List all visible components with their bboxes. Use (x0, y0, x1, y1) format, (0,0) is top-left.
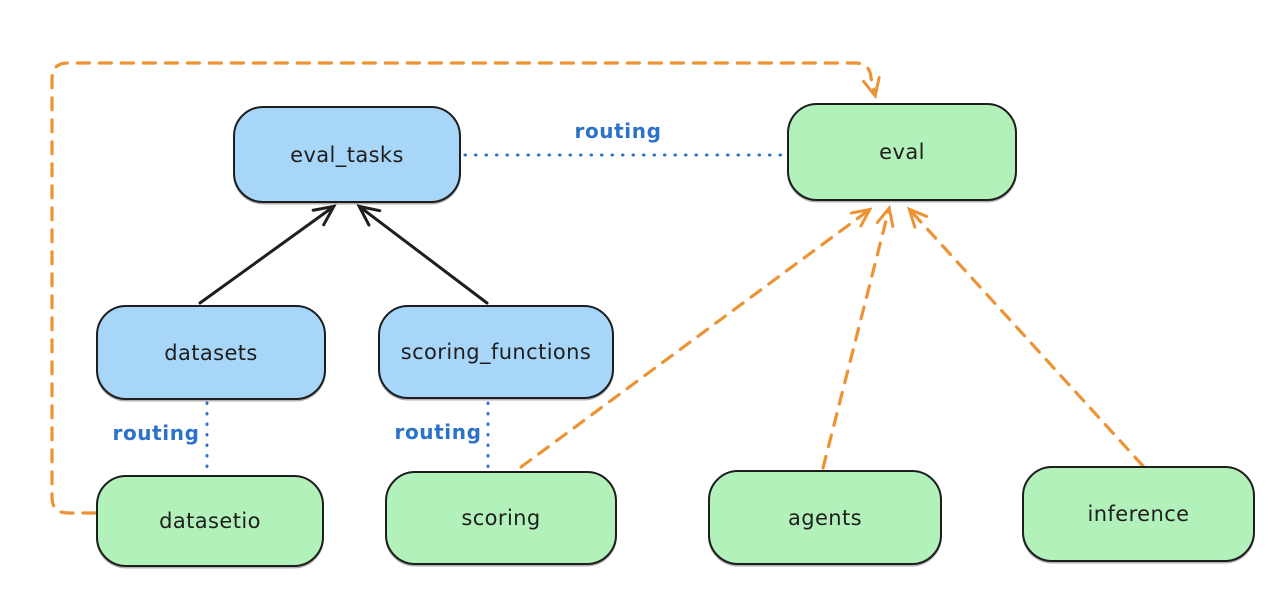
node-eval[interactable]: eval (787, 103, 1017, 201)
edge-scoring-to-eval-arrow (519, 207, 873, 469)
node-datasetio[interactable]: datasetio (96, 475, 324, 567)
node-eval-tasks-label: eval_tasks (290, 142, 404, 167)
edge-agents-to-eval-arrow (821, 204, 895, 470)
routing-label-datasets-datasetio: routing (112, 421, 200, 445)
node-scoring-functions-label: scoring_functions (400, 340, 592, 364)
node-agents[interactable]: agents (708, 470, 942, 565)
routing-label-scoring-functions-scoring: routing (394, 420, 482, 444)
node-scoring-label: scoring (461, 506, 541, 530)
node-datasets-label: datasets (164, 340, 258, 365)
node-datasetio-label: datasetio (159, 509, 261, 533)
node-agents-label: agents (787, 505, 862, 530)
routing-label-eval-tasks-eval: routing (574, 119, 662, 143)
edge-inference-to-eval-arrow (906, 206, 1145, 468)
node-scoring[interactable]: scoring (385, 471, 617, 565)
edge-scoring-functions-to-eval-tasks-arrow (356, 204, 489, 305)
edge-datasetio-to-eval-arrow (50, 61, 881, 515)
edge-datasets-to-eval-tasks-arrow (198, 204, 337, 305)
node-datasets[interactable]: datasets (96, 305, 326, 400)
node-eval-tasks[interactable]: eval_tasks (233, 106, 461, 203)
node-scoring-functions[interactable]: scoring_functions (378, 305, 614, 399)
node-inference-label: inference (1087, 502, 1190, 526)
node-eval-label: eval (879, 140, 925, 164)
node-inference[interactable]: inference (1022, 466, 1255, 562)
